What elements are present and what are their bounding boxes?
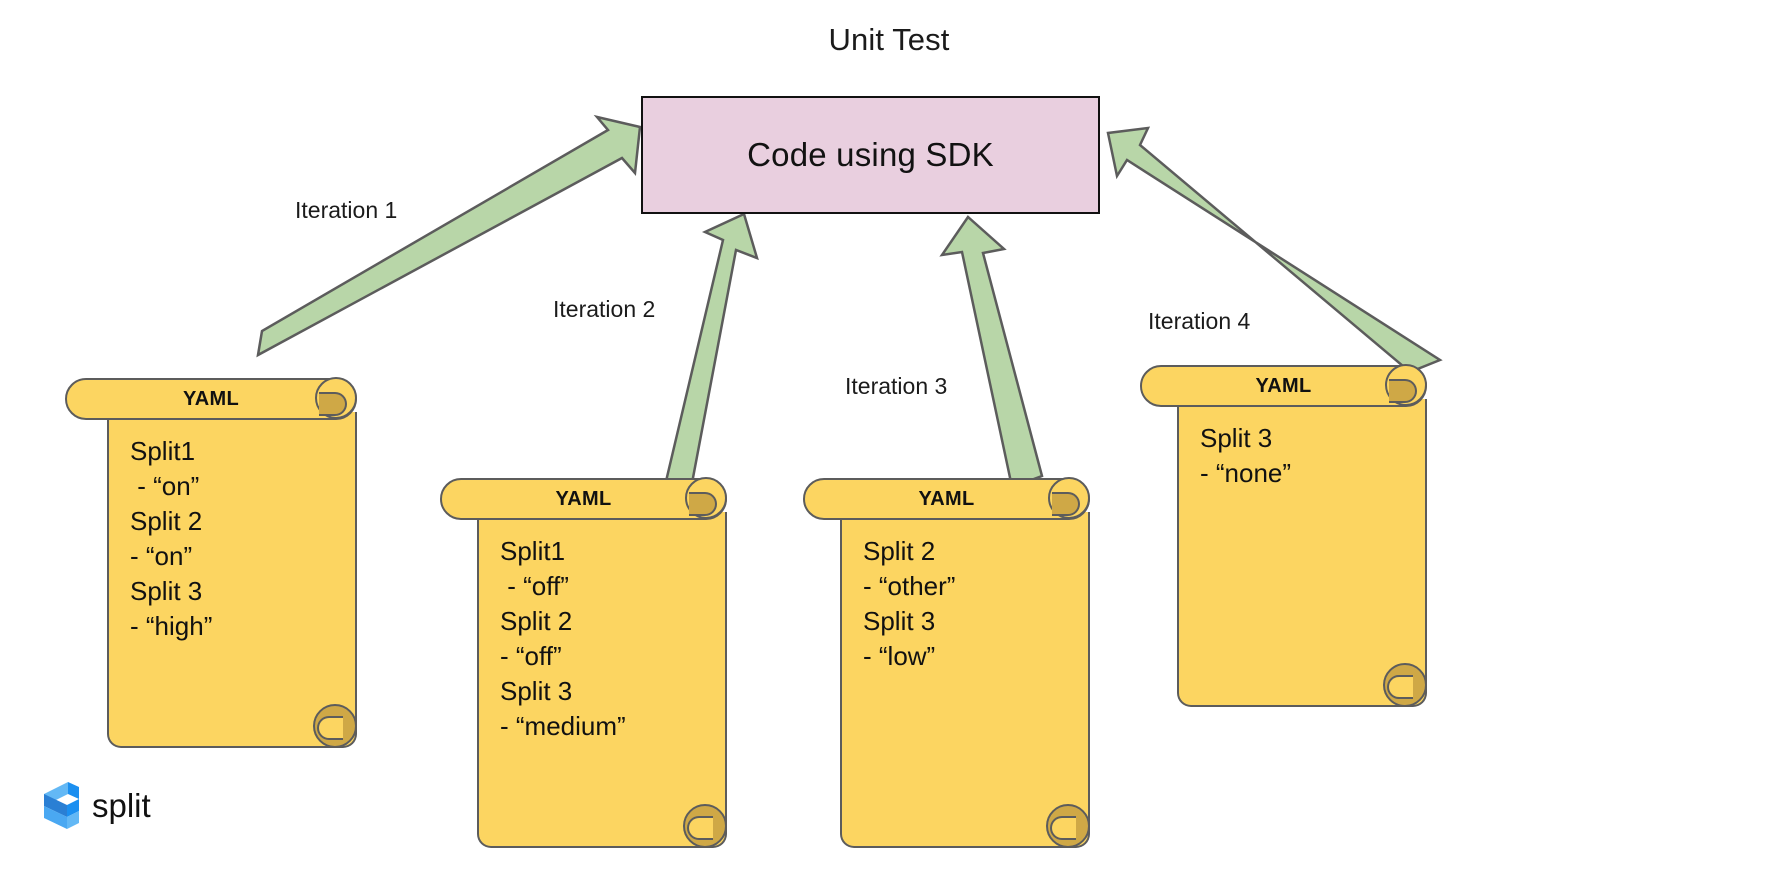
yaml-header-label: YAML	[555, 487, 612, 510]
yaml-document-3-text: Split 2 - “other” Split 3 - “low”	[863, 536, 956, 671]
yaml-document-2-header: YAML	[440, 478, 727, 520]
code-using-sdk-node: Code using SDK	[641, 96, 1100, 214]
arrow-iteration-3	[939, 215, 1044, 489]
yaml-document-3-body	[840, 512, 1090, 848]
scroll-curl-top-inner-icon	[1389, 379, 1417, 403]
yaml-document-1: YAML Split1 - “on” Split 2 - “on” Split …	[65, 377, 395, 748]
scroll-curl-top-inner-icon	[319, 392, 347, 416]
split-logo-mark-icon: split	[44, 782, 151, 829]
yaml-header-label: YAML	[1255, 374, 1312, 397]
arrow-iteration-2	[657, 212, 759, 514]
scroll-curl-bottom-inner-icon	[317, 716, 343, 740]
yaml-header-label: YAML	[918, 487, 975, 510]
yaml-document-1-header: YAML	[65, 378, 357, 420]
yaml-document-4-text: Split 3 - “none”	[1200, 423, 1292, 488]
arrow-label-iteration-4: Iteration 4	[1148, 308, 1251, 334]
page-title: Unit Test	[828, 22, 950, 57]
arrow-iteration-1	[256, 114, 642, 358]
yaml-document-2: YAML Split1 - “off” Split 2 - “off” Spli…	[440, 477, 760, 848]
yaml-header-label: YAML	[182, 387, 240, 410]
yaml-document-4-body	[1177, 399, 1427, 707]
scroll-curl-bottom-inner-icon	[1050, 816, 1076, 840]
scroll-curl-top-inner-icon	[1052, 492, 1080, 516]
split-logo-wordmark: split	[92, 787, 151, 824]
yaml-document-3-header: YAML	[803, 478, 1090, 520]
yaml-document-4: YAML Split 3 - “none”	[1140, 364, 1460, 735]
yaml-document-2-body	[477, 512, 727, 848]
yaml-document-2-text: Split1 - “off” Split 2 - “off” Split 3 -…	[500, 536, 626, 741]
arrow-label-iteration-1: Iteration 1	[295, 197, 398, 223]
yaml-document-3: YAML Split 2 - “other” Split 3 - “low”	[803, 477, 1123, 848]
arrow-label-iteration-2: Iteration 2	[553, 296, 656, 322]
yaml-document-1-body	[107, 412, 357, 748]
split-logo: split	[32, 778, 157, 830]
scroll-curl-bottom-inner-icon	[1387, 675, 1413, 699]
scroll-curl-bottom-inner-icon	[687, 816, 713, 840]
scroll-curl-top-inner-icon	[689, 492, 717, 516]
arrow-iteration-4	[1106, 126, 1443, 374]
code-using-sdk-label: Code using SDK	[747, 136, 994, 173]
yaml-document-1-text: Split1 - “on” Split 2 - “on” Split 3 - “…	[130, 436, 213, 641]
arrow-label-iteration-3: Iteration 3	[845, 373, 948, 399]
yaml-document-4-header: YAML	[1140, 365, 1427, 407]
